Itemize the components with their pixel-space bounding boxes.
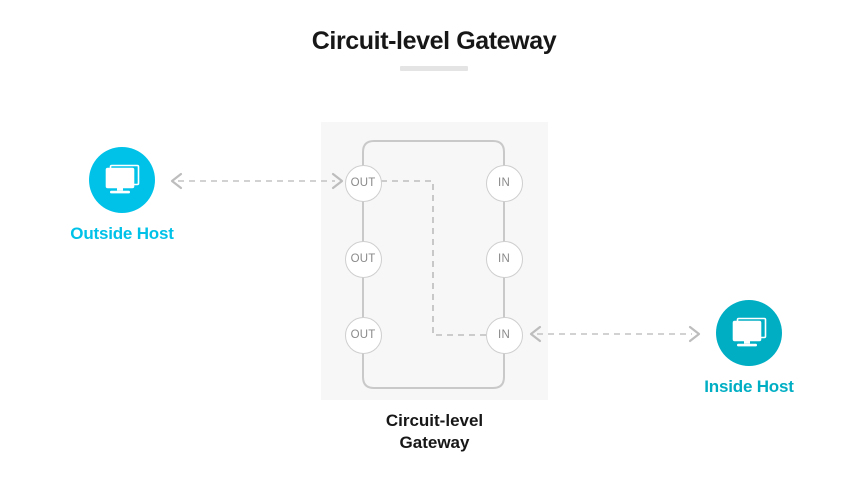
desktop-monitor-icon (105, 164, 140, 194)
in-port-2-label: IN (498, 253, 510, 265)
gateway-caption-line-2: Gateway (399, 433, 470, 452)
outside-host-label: Outside Host (70, 224, 174, 243)
page-title: Circuit-level Gateway (311, 27, 557, 55)
inside-host-label: Inside Host (704, 377, 794, 396)
out-port-3-label: OUT (350, 329, 376, 341)
desktop-monitor-icon (732, 317, 767, 347)
gateway-caption-line-1: Circuit-level (385, 411, 484, 430)
gateway-caption: Circuit-level Gateway (321, 410, 548, 454)
in-port-3[interactable]: IN (485, 316, 523, 354)
out-port-3[interactable]: OUT (344, 316, 382, 354)
in-port-1[interactable]: IN (485, 164, 523, 202)
in-port-2[interactable]: IN (485, 240, 523, 278)
out-port-2[interactable]: OUT (344, 240, 382, 278)
inside-host-node[interactable]: Inside Host (679, 300, 819, 397)
in-port-3-label: IN (498, 329, 510, 341)
inside-host-circle[interactable] (716, 300, 782, 366)
out-port-1[interactable]: OUT (344, 164, 382, 202)
in-port-1-label: IN (498, 177, 510, 189)
outside-host-node[interactable]: Outside Host (52, 147, 192, 244)
title-accent-bar (400, 66, 468, 71)
out-port-2-label: OUT (350, 253, 376, 265)
outside-host-circle[interactable] (89, 147, 155, 213)
out-port-1-label: OUT (350, 177, 376, 189)
